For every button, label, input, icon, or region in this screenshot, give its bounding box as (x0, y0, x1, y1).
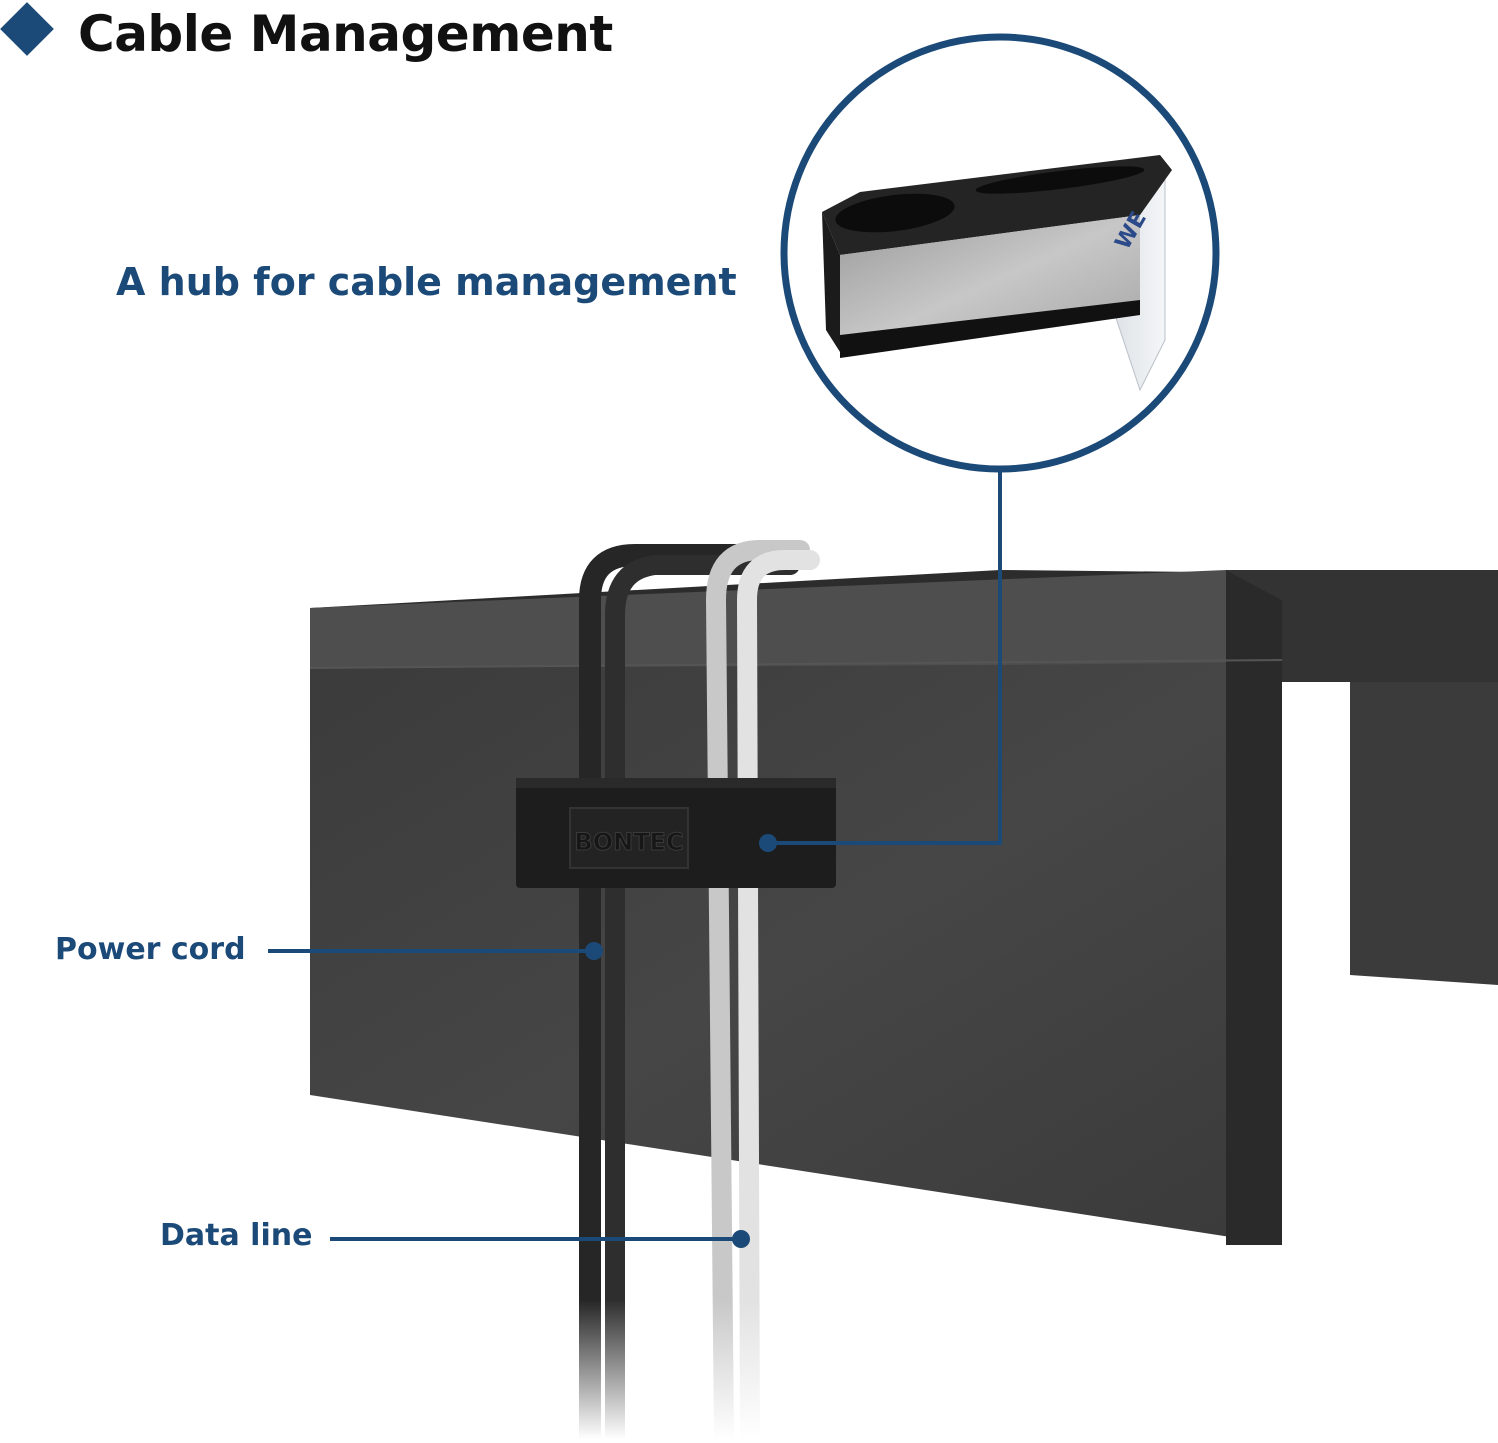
clip-zoom-front (822, 212, 840, 352)
stand-right-side (1226, 570, 1282, 1245)
page-title: Cable Management (78, 5, 613, 63)
subtitle: A hub for cable management (116, 260, 737, 304)
clip-logo-plate (569, 807, 689, 869)
data-line-cable (705, 540, 810, 1443)
data-line-label: Data line (160, 1218, 313, 1253)
clip-callout-line (768, 470, 1002, 845)
monitor-stand (309, 570, 1498, 1245)
zoom-ring (780, 33, 1220, 473)
power-cord-label: Power cord (55, 932, 246, 967)
power-cord-2 (605, 555, 800, 1443)
stand-top-edge (310, 570, 1282, 668)
clip-zoom-slot (975, 166, 1145, 194)
power-cord-callout-dot (585, 942, 603, 960)
stand-leg (1350, 682, 1498, 985)
stand-top-right (1226, 570, 1498, 682)
cables (579, 540, 820, 1443)
power-cord (579, 544, 801, 1443)
data-line-callout-dot (732, 1230, 750, 1248)
cable-clip: BONTEC (516, 778, 836, 888)
data-line-cable-2 (736, 550, 820, 1443)
zoom-detail: WE (780, 33, 1220, 473)
clip-zoom-hole (835, 193, 955, 233)
clip-callout-dot (759, 834, 777, 852)
callouts (268, 470, 1002, 1241)
clip-brand-logo: BONTEC (574, 828, 683, 856)
